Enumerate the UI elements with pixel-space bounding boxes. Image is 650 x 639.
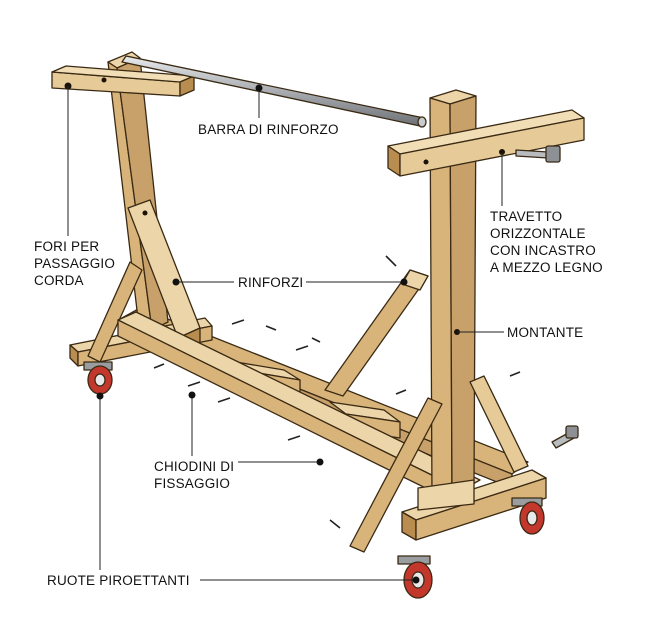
bolt (515, 145, 561, 163)
label-barra-di-rinforzo: BARRA DI RINFORZO (196, 121, 341, 138)
label-travetto-line-2: ORIZZONTALE (490, 226, 586, 241)
label-fori-passaggio-corda: FORI PER PASSAGGIO CORDA (32, 238, 118, 289)
label-fori-line-2: PASSAGGIO (34, 256, 116, 271)
right-base-foot (349, 375, 547, 553)
label-chiodini-line-1: CHIODINI DI (154, 459, 235, 474)
reinforcement-bar (121, 55, 427, 128)
front-base-beam (117, 311, 481, 507)
label-chiodini-fissaggio: CHIODINI DI FISSAGGIO (152, 458, 237, 492)
right-diagonal-brace (324, 269, 429, 397)
right-top-beam (387, 109, 585, 177)
caster-wheels (83, 361, 545, 599)
label-montante: MONTANTE (505, 324, 586, 341)
bolt-loose (551, 425, 579, 449)
right-upright (429, 89, 477, 499)
nails (153, 255, 521, 529)
label-travetto-line-3: CON INCASTRO (490, 243, 596, 258)
label-fori-line-3: CORDA (34, 273, 84, 288)
label-travetto-line-1: TRAVETTO (490, 209, 563, 224)
label-travetto-line-4: A MEZZO LEGNO (490, 260, 603, 275)
label-ruote-piroettanti: RUOTE PIROETTANTI (45, 572, 192, 589)
leader-lines (67, 84, 504, 584)
label-rinforzi: RINFORZI (236, 274, 306, 291)
label-fori-line-1: FORI PER (34, 239, 100, 254)
label-chiodini-line-2: FISSAGGIO (154, 476, 231, 491)
label-travetto-orizzontale: TRAVETTO ORIZZONTALE CON INCASTRO A MEZZ… (488, 208, 605, 276)
